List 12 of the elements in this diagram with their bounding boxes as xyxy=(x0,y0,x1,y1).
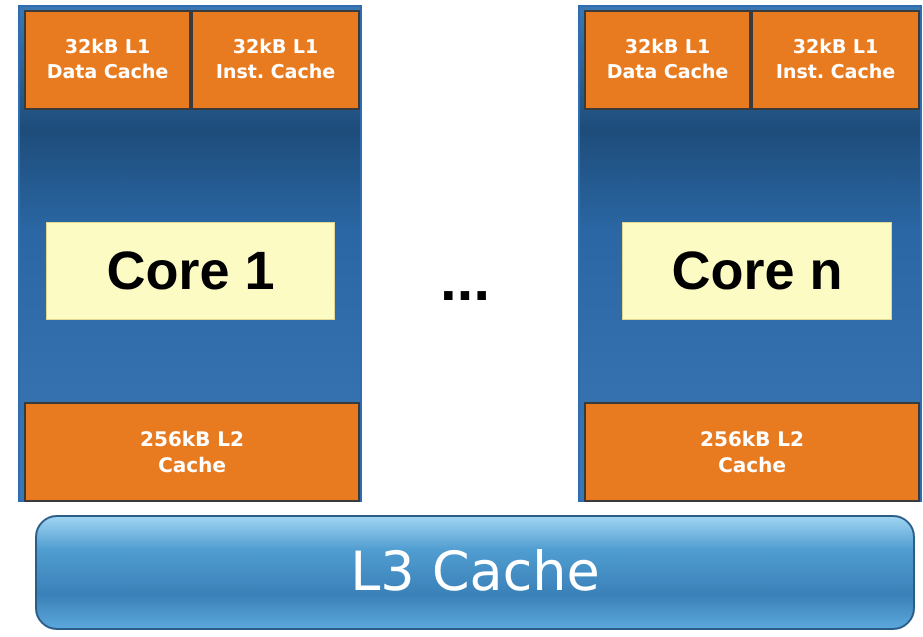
l1-cache-box: 32kB L1 Data Cache xyxy=(24,10,191,110)
l2-cache-box: 256kB L2 Cache xyxy=(24,402,360,502)
ellipsis-text: ... xyxy=(440,245,490,314)
core-panel xyxy=(18,5,362,502)
l1-cache-box: 32kB L1 Inst. Cache xyxy=(751,10,920,110)
core-panel xyxy=(578,5,922,502)
core-box: Core n xyxy=(622,222,892,320)
l3-cache-bar: L3 Cache xyxy=(35,515,915,630)
l2-cache-box: 256kB L2 Cache xyxy=(584,402,920,502)
core-box: Core 1 xyxy=(46,222,335,320)
l1-cache-box: 32kB L1 Inst. Cache xyxy=(191,10,360,110)
l1-cache-box: 32kB L1 Data Cache xyxy=(584,10,751,110)
